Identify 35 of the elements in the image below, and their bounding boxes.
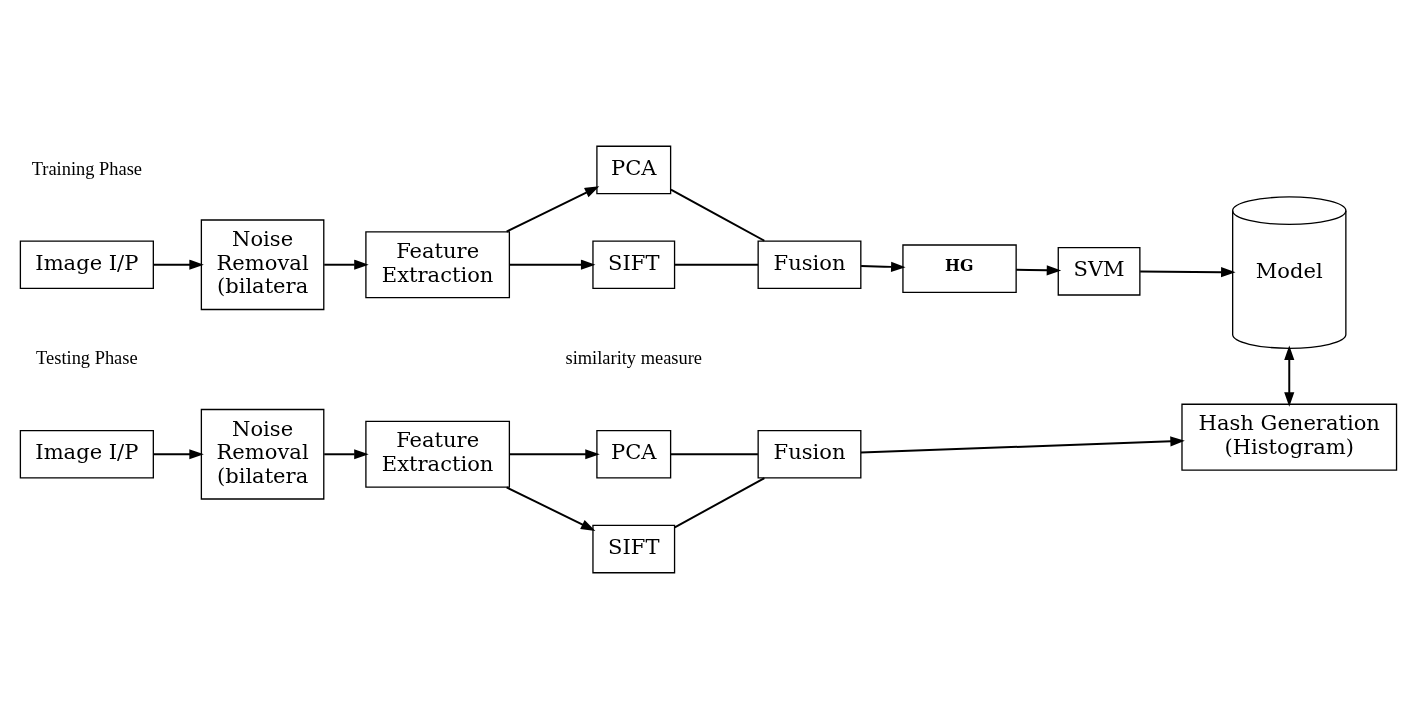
node-box: SVM xyxy=(1057,246,1141,296)
node-box: Feature Extraction xyxy=(365,420,511,488)
node-box: Noise Removal (bilatera xyxy=(200,218,325,310)
arrow xyxy=(1139,266,1236,277)
arrow xyxy=(323,259,369,270)
connector xyxy=(673,476,766,528)
node-box: Image I/P xyxy=(19,239,154,289)
node-box: SIFT xyxy=(592,524,676,573)
node-box: Feature Extraction xyxy=(365,230,511,298)
node-box: SIFT xyxy=(592,239,676,289)
node-box: Fusion xyxy=(757,429,862,479)
node-box: Fusion xyxy=(757,239,862,289)
node-box: HG xyxy=(902,243,1017,293)
connector xyxy=(673,263,760,266)
arrow xyxy=(152,448,204,459)
label: similarity measure xyxy=(565,347,703,368)
arrow xyxy=(859,435,1185,453)
label: Testing Phase xyxy=(36,347,138,368)
node-box: Image I/P xyxy=(19,429,154,479)
node-box: Hash Generation (Histogram) xyxy=(1181,403,1398,471)
arrow xyxy=(505,485,596,531)
node-box: PCA xyxy=(596,429,672,479)
arrow xyxy=(860,261,906,272)
arrow xyxy=(505,185,600,233)
arrow xyxy=(152,259,204,270)
arrow xyxy=(1284,344,1295,407)
arrow xyxy=(508,259,596,270)
arrow xyxy=(1015,264,1062,275)
connector xyxy=(669,452,759,455)
connector xyxy=(669,188,766,242)
node-box: Noise Removal (bilatera xyxy=(200,408,325,500)
arrow xyxy=(508,448,600,459)
label: Training Phase xyxy=(31,158,142,179)
arrow xyxy=(323,448,369,459)
node-box: PCA xyxy=(596,145,672,194)
